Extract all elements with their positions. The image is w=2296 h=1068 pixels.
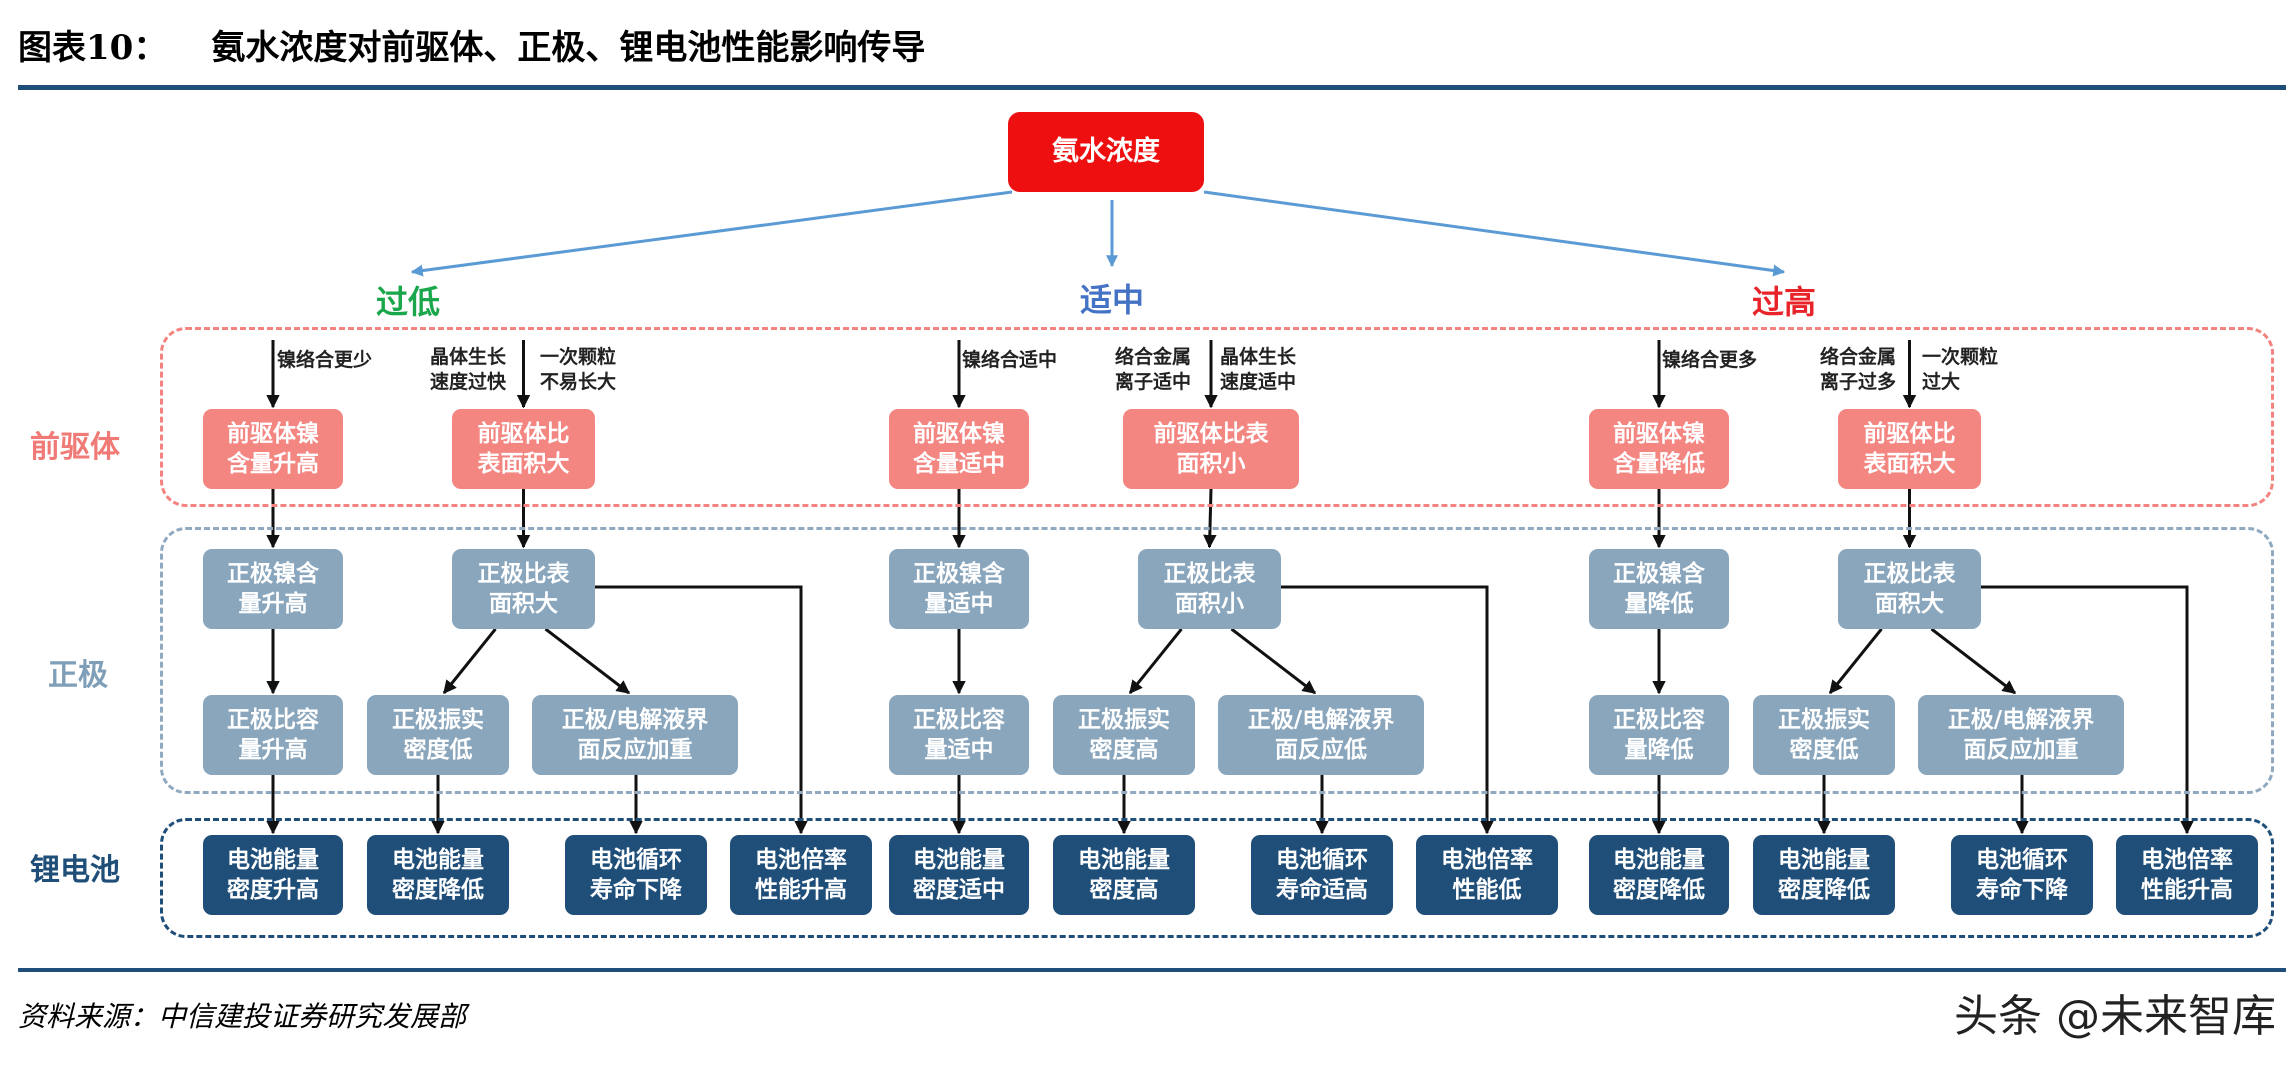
cathode-node-bottom-1-0: 正极比容 量适中: [889, 695, 1029, 775]
battery-node-0-0: 电池能量 密度升高: [203, 835, 343, 915]
arrow-cath-2-1: [1828, 628, 1883, 695]
precursor-node-0-0: 前驱体镍 含量升高: [203, 409, 343, 489]
cathode-node-top-1-0: 正极镍含 量适中: [889, 549, 1029, 629]
battery-node-1-2: 电池循环 寿命适高: [1251, 835, 1393, 915]
figure-title: 图表10： 氨水浓度对前驱体、正极、锂电池性能影响传导: [18, 20, 925, 69]
flow-lines: [266, 340, 2194, 835]
cathode-node-top-2-0: 正极镍含 量降低: [1589, 549, 1729, 629]
bottom-rule: [18, 968, 2286, 972]
arrow-cath-1-1: [1128, 628, 1183, 695]
edge-label-2-0: 镍络合更多: [1662, 349, 1758, 371]
edge-label-1-2: 晶体生长 速度适中: [1220, 346, 1297, 393]
edge-label-2-2: 一次颗粒 过大: [1922, 346, 1999, 393]
watermark: 头条 @未来智库: [1954, 991, 2276, 1042]
precursor-node-1-0: 前驱体镍 含量适中: [889, 409, 1029, 489]
branch-label-low: 过低: [375, 283, 441, 321]
precursor-node-2-0: 前驱体镍 含量降低: [1589, 409, 1729, 489]
arrow-pre-cath-1-1: [1203, 488, 1217, 549]
cathode-node-bottom-2-1: 正极振实 密度低: [1753, 695, 1895, 775]
cathode-node-top-1-1: 正极比表 面积小: [1138, 549, 1281, 629]
source-note: 资料来源：中信建投证券研究发展部: [18, 1000, 467, 1033]
arrow-cath-2-2: [1930, 627, 2017, 695]
arrow-cath-0-2: [544, 627, 631, 695]
side-label-precursor: 前驱体: [30, 430, 120, 465]
cathode-node-bottom-1-2: 正极/电解液界 面反应低: [1218, 695, 1424, 775]
side-label-battery: 锂电池: [30, 853, 120, 888]
root-arrow-low: [410, 190, 1013, 277]
figure-label: 图表10：: [18, 28, 168, 68]
branch-label-high: 过高: [1751, 283, 1817, 321]
arrow-rate-1: [1281, 585, 1494, 835]
battery-node-2-2: 电池循环 寿命下降: [1951, 835, 2093, 915]
precursor-zone: [160, 327, 2274, 507]
arrow-cath-1-2: [1230, 627, 1317, 695]
edge-label-0-1: 晶体生长 速度过快: [430, 346, 507, 393]
root-node: 氨水浓度: [1008, 112, 1204, 192]
cathode-zone: [160, 527, 2274, 794]
arrow-rate-2: [1981, 585, 2194, 835]
cathode-node-bottom-1-1: 正极振实 密度高: [1053, 695, 1195, 775]
cathode-node-bottom-0-1: 正极振实 密度低: [367, 695, 509, 775]
cathode-node-top-0-0: 正极镍含 量升高: [203, 549, 343, 629]
edge-label-1-0: 镍络合适中: [962, 349, 1058, 371]
battery-node-0-2: 电池循环 寿命下降: [565, 835, 707, 915]
branch-label-mid: 适中: [1079, 281, 1145, 319]
arrow-cath-0-1: [442, 628, 497, 695]
battery-node-2-1: 电池能量 密度降低: [1753, 835, 1895, 915]
battery-zone: [160, 818, 2274, 938]
cathode-node-bottom-0-0: 正极比容 量升高: [203, 695, 343, 775]
precursor-node-2-1: 前驱体比 表面积大: [1838, 409, 1981, 489]
cathode-node-top-2-1: 正极比表 面积大: [1838, 549, 1981, 629]
figure-title-text: 氨水浓度对前驱体、正极、锂电池性能影响传导: [211, 28, 926, 68]
battery-node-0-3: 电池倍率 性能升高: [730, 835, 872, 915]
battery-node-2-0: 电池能量 密度降低: [1589, 835, 1729, 915]
root-arrows: [410, 190, 1786, 277]
cathode-node-bottom-2-0: 正极比容 量降低: [1589, 695, 1729, 775]
cathode-node-bottom-2-2: 正极/电解液界 面反应加重: [1918, 695, 2124, 775]
top-rule: [18, 85, 2286, 90]
battery-node-1-0: 电池能量 密度适中: [889, 835, 1029, 915]
battery-node-1-1: 电池能量 密度高: [1053, 835, 1195, 915]
cathode-node-bottom-0-2: 正极/电解液界 面反应加重: [532, 695, 738, 775]
root-arrow-high: [1203, 190, 1786, 277]
edge-label-1-1: 络合金属 离子适中: [1115, 346, 1192, 393]
edge-label-0-2: 一次颗粒 不易长大: [540, 346, 617, 393]
cathode-node-top-0-1: 正极比表 面积大: [452, 549, 595, 629]
precursor-node-1-1: 前驱体比表 面积小: [1123, 409, 1299, 489]
edge-label-0-0: 镍络合更少: [277, 349, 373, 371]
precursor-node-0-1: 前驱体比 表面积大: [452, 409, 595, 489]
battery-node-1-3: 电池倍率 性能低: [1416, 835, 1558, 915]
edge-label-2-1: 络合金属 离子过多: [1820, 346, 1897, 393]
arrow-rate-0: [595, 585, 808, 835]
battery-node-0-1: 电池能量 密度降低: [367, 835, 509, 915]
battery-node-2-3: 电池倍率 性能升高: [2116, 835, 2258, 915]
side-label-cathode: 正极: [48, 658, 108, 693]
